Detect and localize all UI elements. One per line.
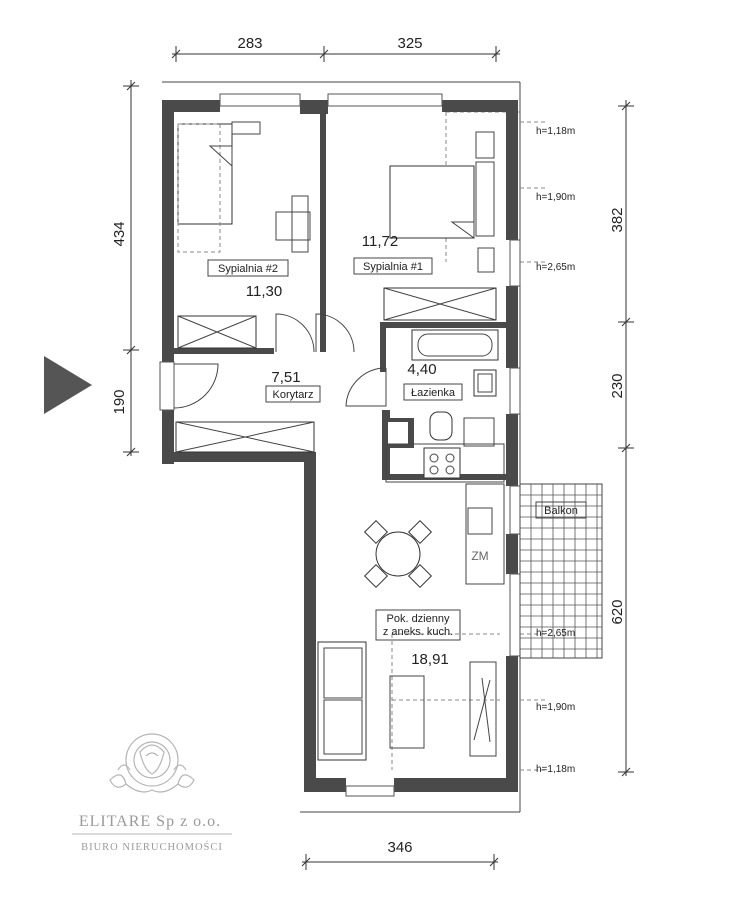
dim-right-upper: 382: [609, 207, 626, 232]
dimension-lines: [123, 46, 634, 870]
bedroom1-area: 11,72: [362, 233, 398, 250]
balcony: [519, 483, 603, 659]
bedroom2-area: 11,30: [246, 283, 282, 300]
bedroom2-name: Sypialnia #2: [218, 263, 278, 275]
lion-crest-icon: [109, 733, 195, 793]
bathroom-name: Łazienka: [411, 387, 456, 399]
room-labels: Sypialnia #2 11,30 11,72 Sypialnia #1 7,…: [207, 233, 587, 668]
dim-bottom: 346: [387, 839, 412, 856]
height-bot-190: h=1,90m: [536, 702, 575, 713]
bathroom-area: 4,40: [407, 361, 436, 378]
living-area: 18,91: [411, 651, 449, 668]
logo-subtitle: BIURO NIERUCHOMOŚCI: [81, 841, 223, 853]
dim-top-right: 325: [397, 35, 422, 52]
dim-right-lower: 620: [609, 599, 626, 624]
walls: [162, 100, 518, 792]
company-logo: ELITARE Sp z o.o. BIURO NIERUCHOMOŚCI: [72, 733, 232, 853]
dim-left-lower: 190: [111, 389, 128, 414]
dim-top-left: 283: [237, 35, 262, 52]
height-top-118: h=1,18m: [536, 126, 575, 137]
corridor-area: 7,51: [271, 369, 300, 386]
height-top-265: h=2,65m: [536, 262, 575, 273]
entrance-arrow-icon: [44, 356, 92, 414]
height-top-190: h=1,90m: [536, 192, 575, 203]
living-name-line2: z aneks. kuch.: [383, 626, 453, 638]
roof-outline: [162, 81, 548, 813]
dim-left-upper: 434: [111, 221, 128, 246]
height-bot-118: h=1,18m: [536, 764, 575, 775]
furniture: [175, 121, 505, 761]
height-bot-265: h=2,65m: [536, 628, 575, 639]
height-notes: h=1,18m h=1,90m h=2,65m h=2,65m h=1,90m …: [536, 126, 575, 775]
corridor-name: Korytarz: [273, 389, 314, 401]
bedroom1-name: Sypialnia #1: [363, 261, 423, 273]
meter-label: ZM: [471, 549, 488, 563]
logo-company-name: ELITARE Sp z o.o.: [79, 813, 221, 830]
windows: [159, 93, 521, 797]
dim-right-middle: 230: [609, 373, 626, 398]
balcony-name: Balkon: [544, 505, 578, 517]
doors: [173, 313, 387, 409]
living-name-line1: Pok. dzienny: [387, 613, 450, 625]
